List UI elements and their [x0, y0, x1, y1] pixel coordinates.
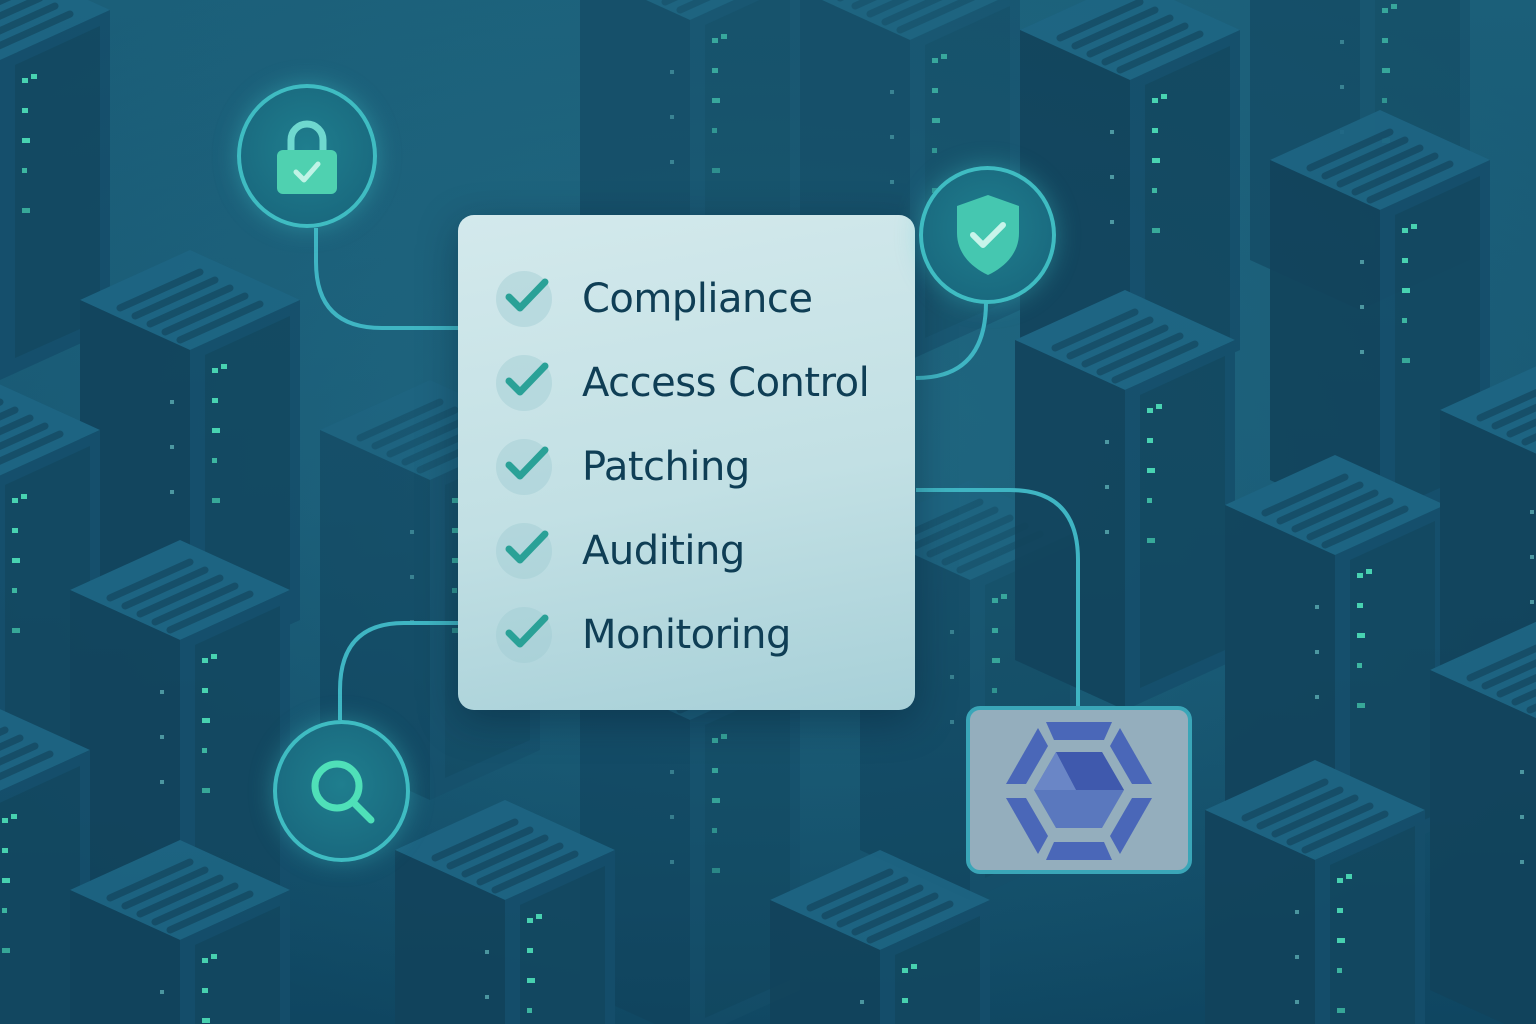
checklist-label: Access Control	[582, 360, 870, 406]
checklist-item-auditing: Auditing	[496, 516, 747, 586]
search-badge	[273, 720, 410, 862]
logo-tile	[966, 706, 1192, 874]
hexagon-cube-logo-icon	[1006, 722, 1152, 860]
padlock-check-icon	[277, 120, 337, 194]
checklist-label: Auditing	[582, 528, 745, 574]
checklist-rows: Compliance Access Control Patching Audit…	[458, 215, 915, 710]
checklist-item-patching: Patching	[496, 432, 752, 502]
lock-badge	[237, 84, 377, 228]
checklist-item-compliance: Compliance	[496, 264, 814, 334]
connector-lines	[314, 228, 1080, 720]
checkmark-icon	[496, 523, 552, 579]
checklist-label: Patching	[582, 444, 750, 490]
checklist-item-monitoring: Monitoring	[496, 600, 793, 670]
search-icon	[311, 760, 374, 824]
checklist-label: Monitoring	[582, 612, 791, 658]
shield-check-icon	[956, 195, 1019, 275]
checklist-item-access-control: Access Control	[496, 348, 871, 418]
checklist-label: Compliance	[582, 276, 813, 322]
checkmark-icon	[496, 271, 552, 327]
checkmark-icon	[496, 607, 552, 663]
shield-badge	[919, 166, 1056, 304]
checkmark-icon	[496, 355, 552, 411]
checkmark-icon	[496, 439, 552, 495]
